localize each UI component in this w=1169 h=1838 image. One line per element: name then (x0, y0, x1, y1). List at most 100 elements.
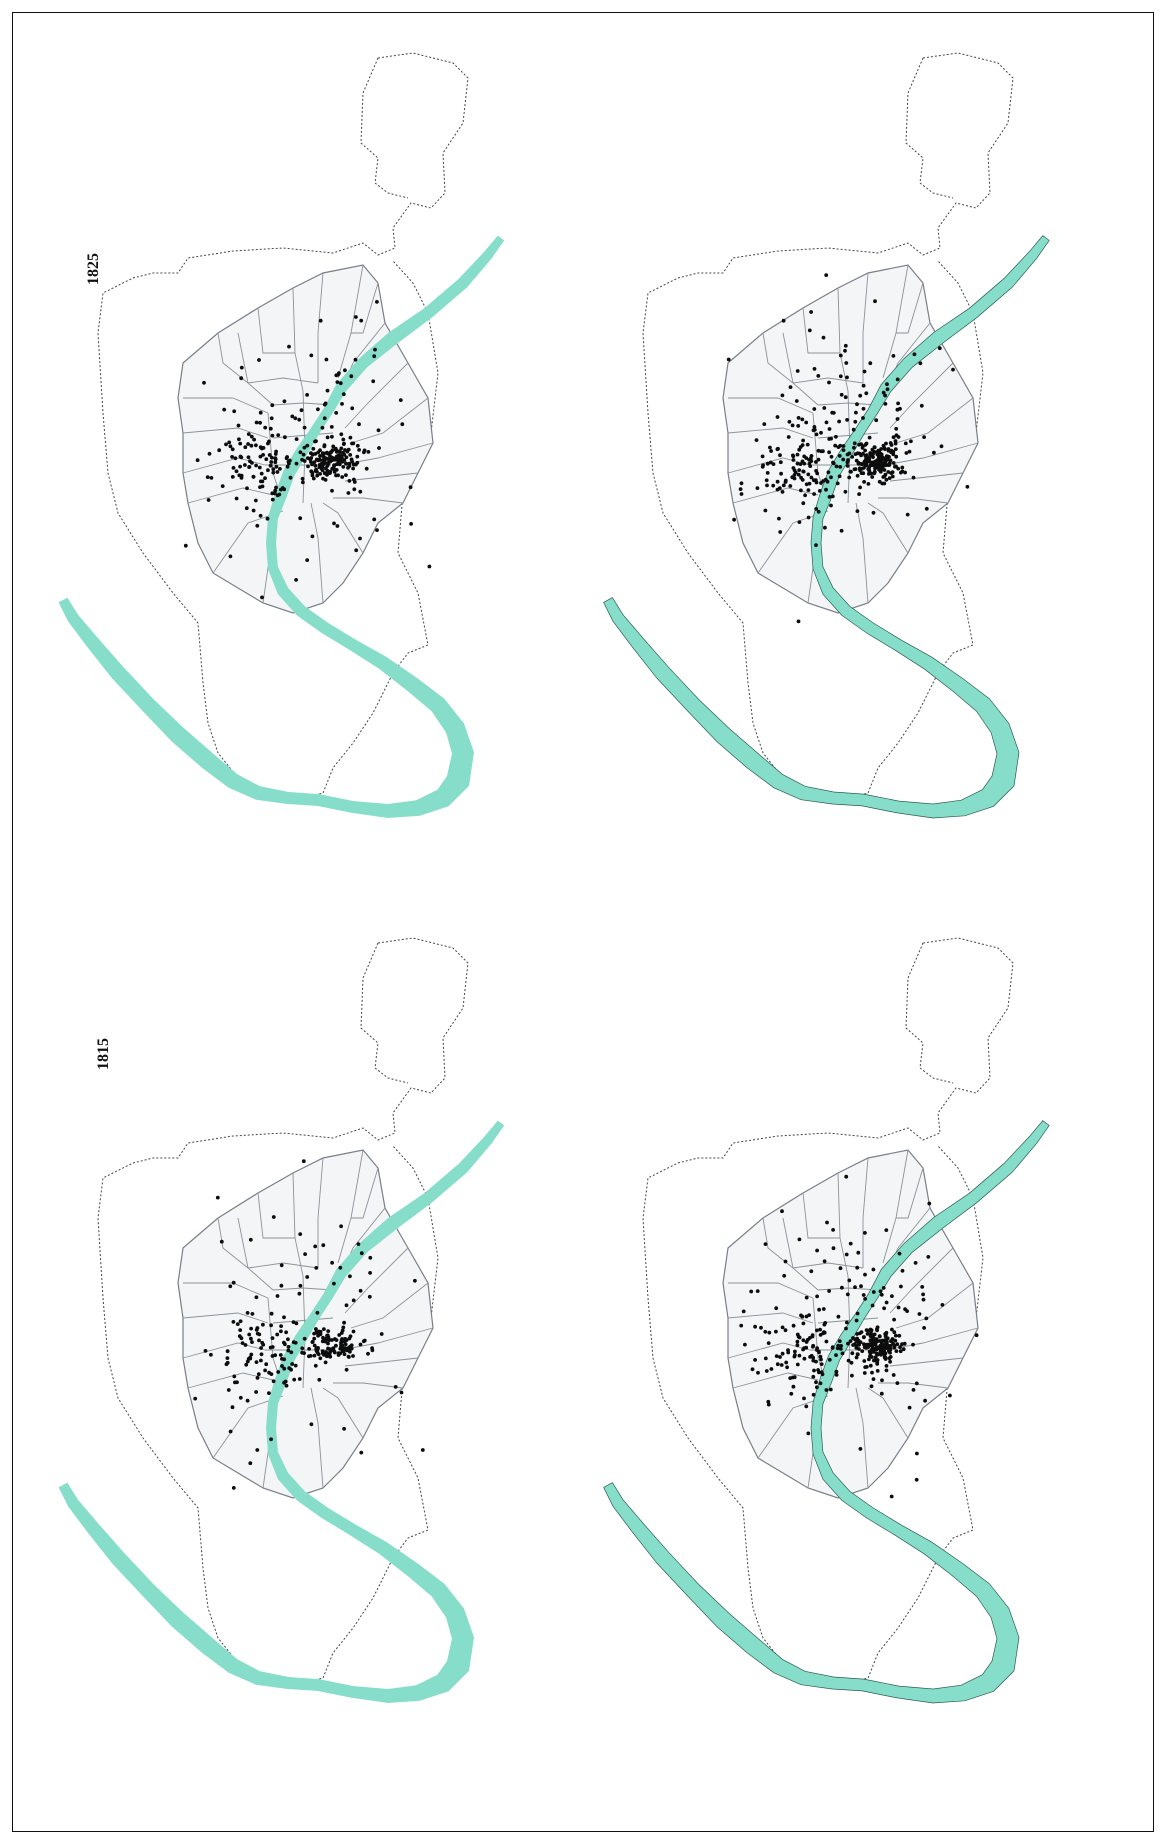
event-point (355, 443, 360, 448)
district-boundary (217, 332, 249, 384)
event-point (809, 456, 813, 460)
event-point (922, 435, 926, 439)
district-boundary (895, 442, 979, 464)
event-point (811, 1355, 816, 1360)
event-point (193, 1396, 198, 1401)
event-point (320, 468, 325, 473)
event-point (305, 393, 309, 397)
event-point (880, 481, 885, 486)
event-point (351, 1354, 355, 1358)
event-point (831, 411, 836, 415)
event-point (806, 488, 811, 492)
event-point (334, 411, 339, 415)
event-point (867, 465, 872, 470)
event-point (838, 1347, 843, 1351)
district-boundary (895, 1327, 979, 1349)
event-point (282, 1366, 287, 1371)
event-point (251, 474, 256, 479)
event-point (256, 1372, 261, 1377)
event-point (739, 492, 744, 496)
event-point (887, 476, 892, 480)
event-point (325, 450, 329, 455)
event-point (254, 1295, 259, 1300)
event-point (753, 1358, 757, 1362)
event-point (314, 1347, 319, 1351)
event-point (924, 1316, 929, 1321)
event-point (878, 1289, 883, 1294)
event-point (289, 1350, 294, 1355)
event-point (894, 454, 899, 459)
event-point (238, 1328, 243, 1332)
event-point (254, 1390, 258, 1394)
event-point (796, 416, 801, 420)
event-point (829, 475, 833, 480)
event-point (863, 454, 868, 458)
event-point (872, 445, 877, 450)
event-point (911, 1388, 916, 1392)
district-boundary (333, 497, 404, 504)
event-point (863, 1272, 867, 1277)
event-point (279, 1263, 284, 1268)
district-boundary (802, 1192, 840, 1239)
event-point (843, 395, 848, 400)
event-point (346, 447, 351, 452)
event-point (883, 458, 887, 463)
event-point (884, 441, 888, 446)
event-point (305, 456, 310, 460)
event-point (275, 1294, 280, 1298)
event-point (239, 376, 244, 381)
event-point (354, 315, 358, 319)
event-point (311, 446, 316, 451)
event-point (316, 1333, 320, 1338)
event-point (854, 458, 859, 463)
event-point (340, 456, 344, 460)
event-point (868, 1363, 873, 1368)
event-point (309, 456, 314, 460)
event-point (838, 1266, 843, 1271)
district-boundary (862, 1157, 869, 1268)
district-boundary (257, 307, 295, 354)
event-point (358, 1288, 363, 1293)
event-point (264, 1362, 269, 1367)
event-point (335, 524, 340, 528)
event-point (334, 450, 339, 454)
event-point (206, 498, 211, 502)
event-point (867, 435, 872, 440)
event-point (743, 1342, 747, 1347)
event-point (812, 367, 817, 371)
event-point (801, 1338, 806, 1343)
event-point (332, 464, 336, 469)
municipal-boundary (97, 937, 469, 1684)
event-point (339, 1224, 343, 1229)
event-point (249, 1336, 253, 1341)
event-point (871, 1290, 876, 1294)
event-point (348, 1344, 352, 1349)
event-point (875, 1360, 880, 1365)
event-point (325, 1353, 330, 1358)
event-point (805, 442, 810, 447)
event-point (814, 469, 818, 473)
event-point (857, 1347, 861, 1351)
event-point (774, 1329, 778, 1334)
event-point (855, 473, 860, 478)
event-point (818, 1327, 822, 1332)
event-point (831, 1246, 836, 1251)
event-point (774, 1306, 779, 1311)
event-point (885, 387, 890, 392)
event-point (357, 448, 361, 452)
event-point (291, 1320, 296, 1324)
district-boundary (867, 1387, 909, 1439)
event-point (398, 398, 403, 402)
event-point (248, 1461, 253, 1466)
event-point (344, 1367, 349, 1372)
event-point (322, 1327, 326, 1331)
event-point (245, 1398, 250, 1403)
district-boundary (344, 1247, 409, 1314)
event-point (854, 410, 858, 415)
event-point (420, 1448, 425, 1452)
event-point (352, 480, 357, 484)
event-point (205, 475, 210, 479)
event-point (837, 1339, 842, 1344)
event-point (300, 476, 305, 481)
event-point (871, 1335, 875, 1340)
